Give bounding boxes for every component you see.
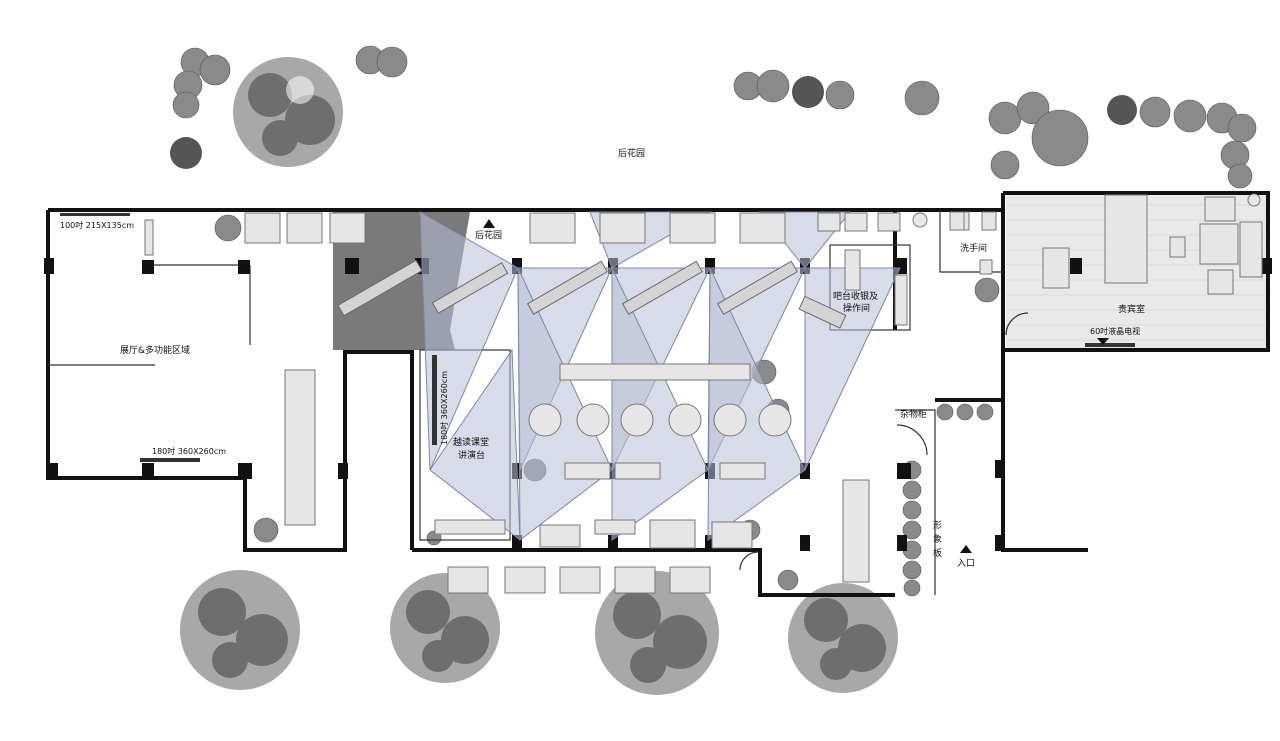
label-storage: 杂物柜 <box>900 408 927 420</box>
label-exhibition: 展厅&多功能区域 <box>120 344 190 356</box>
label-sign-1: 形 <box>933 519 942 531</box>
triangle-up-icon <box>483 219 495 228</box>
label-bar-1: 吧台收银及 <box>833 290 878 302</box>
labels: 后花园 后花园 展厅&多功能区域 100吋 215X135cm 180吋 360… <box>60 147 1145 569</box>
label-bar-2: 操作间 <box>843 302 870 314</box>
triangle-down-icon <box>1097 338 1109 345</box>
shrub-icon <box>733 69 1257 189</box>
tree-icon <box>788 583 898 693</box>
label-sign-2: 象 <box>933 533 942 545</box>
walls <box>46 191 1270 597</box>
tree-icon <box>180 570 300 690</box>
label-lecture-1: 越读课堂 <box>453 436 489 448</box>
furniture <box>60 193 1263 594</box>
tree-icon <box>390 573 500 683</box>
label-washroom: 洗手间 <box>960 242 987 254</box>
plant-icon <box>214 214 242 242</box>
tree-icon <box>595 571 719 695</box>
label-back-garden-door: 后花园 <box>475 229 502 241</box>
label-entrance: 入口 <box>957 558 975 569</box>
plant-icon <box>253 517 279 543</box>
tree-icon <box>233 57 343 167</box>
label-screen-bottom: 180吋 360X260cm <box>152 446 226 456</box>
label-vip-room: 贵宾室 <box>1118 303 1145 315</box>
shrub-icon <box>170 45 408 169</box>
label-sign-3: 板 <box>933 547 942 559</box>
label-screen-vertical: 180吋 360X260cm <box>439 371 449 445</box>
triangle-up-icon <box>960 545 972 553</box>
plant-icon <box>974 277 1000 303</box>
label-back-garden: 后花园 <box>618 147 645 159</box>
label-lecture-2: 讲演台 <box>458 449 485 461</box>
label-tv: 60吋液晶电视 <box>1090 326 1140 336</box>
label-screen-top: 100吋 215X135cm <box>60 220 134 230</box>
plant-icon <box>777 569 799 591</box>
